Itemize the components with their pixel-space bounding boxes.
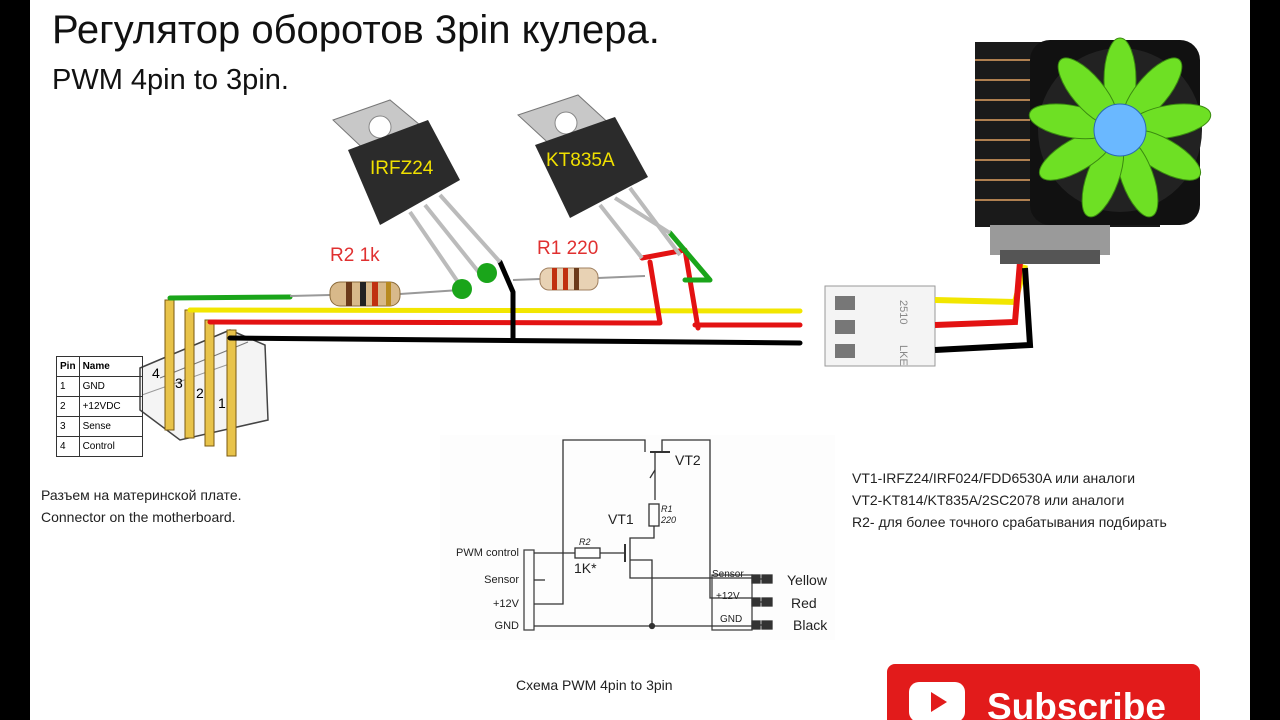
schematic-pin-pwm: PWM control <box>456 547 519 559</box>
subscribe-button[interactable]: Subscribe <box>887 664 1200 720</box>
pin-label-3: 3 <box>175 375 183 391</box>
wire-color-black: Black <box>793 617 828 633</box>
transistor-kt835a: KT835A <box>517 94 682 260</box>
label-vt1-part: IRFZ24 <box>370 158 434 179</box>
schematic-r1-label: R1 <box>661 504 673 514</box>
wire-green-emitter <box>667 230 713 283</box>
schematic-caption: Схема PWM 4pin to 3pin <box>516 677 673 693</box>
wire-green-control <box>167 294 293 301</box>
schematic-pin-sensor: Sensor <box>484 574 519 586</box>
pin-name: GND <box>78 376 143 397</box>
pin-number: 1 <box>56 376 80 397</box>
pin-number: 4 <box>56 436 80 457</box>
resistor-r1: R1 220 <box>512 238 646 291</box>
note-r2: R2- для более точного срабатывания подби… <box>852 514 1167 530</box>
schematic-pin-12v: +12V <box>493 598 520 610</box>
wire-black-source <box>497 259 516 341</box>
schematic-r2-label: R2 <box>579 537 591 547</box>
pin-number: 2 <box>56 396 80 417</box>
cpu-cooler-image <box>975 37 1212 264</box>
schematic-vt2-label: VT2 <box>675 452 701 468</box>
pin-name: +12VDC <box>78 396 143 417</box>
schematic-out-gnd: GND <box>720 614 742 625</box>
note-vt2: VT2-KT814/KT835A/2SC2078 или аналоги <box>852 492 1125 508</box>
pin-table-col-name: Name <box>78 356 143 377</box>
label-vt2-part: KT835A <box>546 150 615 171</box>
schematic-out-12v: +12V <box>716 591 740 602</box>
label-r2: R2 1k <box>330 245 380 266</box>
connector-caption-en: Connector on the motherboard. <box>41 509 236 525</box>
pin-name: Sense <box>78 416 143 437</box>
table-row: 2+12VDC <box>56 396 143 417</box>
slide-title: Регулятор оборотов 3pin кулера. <box>52 8 660 52</box>
note-vt1: VT1-IRFZ24/IRF024/FDD6530A или аналоги <box>852 470 1136 486</box>
label-r1: R1 220 <box>537 238 598 259</box>
play-icon <box>909 682 965 720</box>
schematic-r1-value: 220 <box>660 515 676 525</box>
slide-subtitle: PWM 4pin to 3pin. <box>52 64 289 96</box>
component-notes: VT1-IRFZ24/IRF024/FDD6530A или аналоги V… <box>852 467 1167 533</box>
schematic <box>440 435 835 640</box>
resistor-r2: R2 1k <box>289 245 461 307</box>
schematic-r2-value: 1K* <box>574 560 597 576</box>
wiring-diagram: 4 3 2 1 R2 1k <box>139 37 1212 693</box>
schematic-vt1-label: VT1 <box>608 511 634 527</box>
subscribe-label: Subscribe <box>987 686 1166 720</box>
schematic-pin-gnd: GND <box>495 620 520 632</box>
pin-label-1: 1 <box>218 395 226 411</box>
wires <box>167 230 803 346</box>
wire-red-12v <box>207 259 663 326</box>
schematic-out-sensor: Sensor <box>712 569 744 580</box>
wire-yellow-sense <box>187 307 803 314</box>
wire-color-red: Red <box>791 595 817 611</box>
pin-table-header: Pin Name <box>56 356 143 377</box>
connector-caption: Разъем на материнской плате. Connector o… <box>41 484 242 528</box>
wire-color-yellow: Yellow <box>787 572 828 588</box>
pin-label-2: 2 <box>196 385 204 401</box>
slide-canvas: Регулятор оборотов 3pin кулера. PWM 4pin… <box>30 0 1250 720</box>
connector-caption-ru: Разъем на материнской плате. <box>41 487 242 503</box>
connector-mark-top: 2510 <box>897 300 909 324</box>
pin-number: 3 <box>56 416 80 437</box>
fan-connector-3pin: 2510 LKE <box>824 261 1034 367</box>
pin-label-4: 4 <box>152 365 160 381</box>
connector-mark-bottom: LKE <box>897 345 909 366</box>
wire-black-gnd <box>227 335 803 346</box>
pin-table-col-pin: Pin <box>56 356 80 377</box>
transistor-irfz24: IRFZ24 <box>332 99 502 299</box>
pin-name: Control <box>78 436 143 457</box>
fan-header-4pin: 4 3 2 1 <box>139 299 269 457</box>
